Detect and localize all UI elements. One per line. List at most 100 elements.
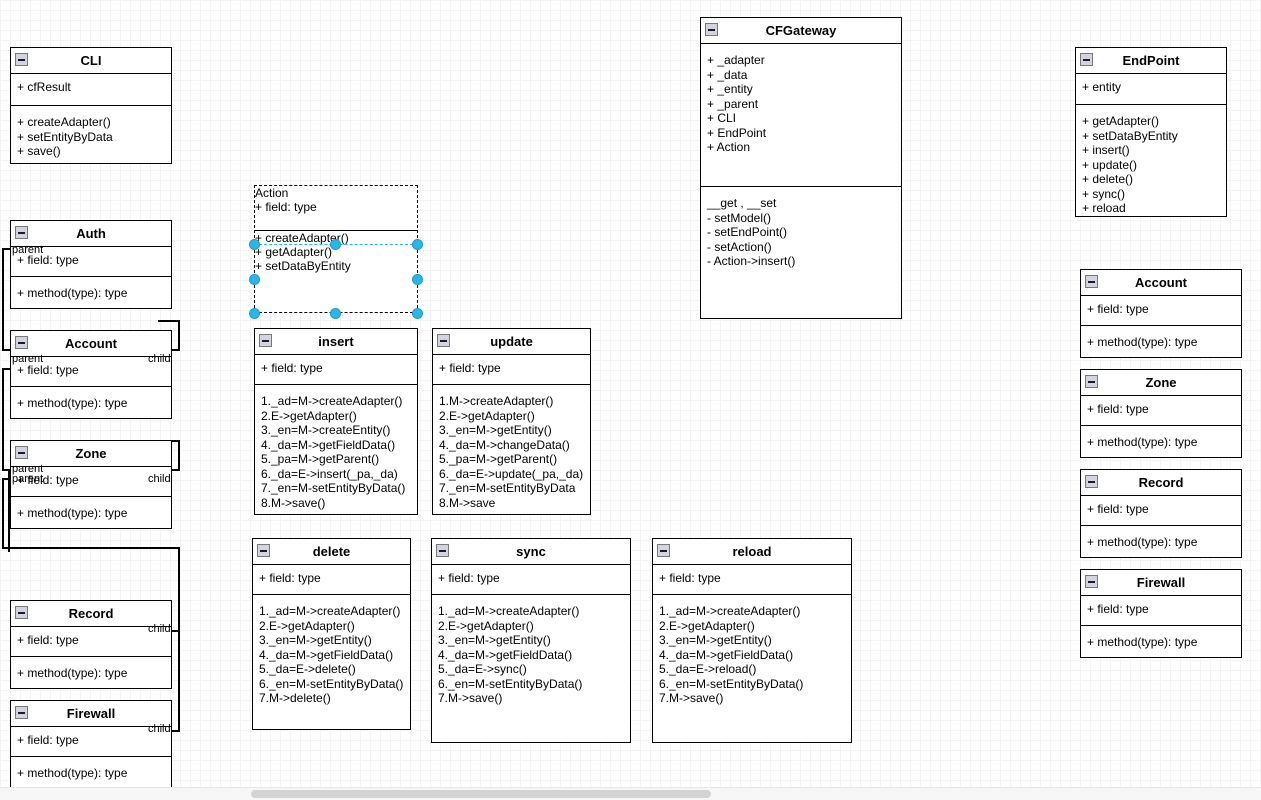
selection-handle-bottom-center[interactable] <box>330 308 341 319</box>
uml-class-record-right[interactable]: Record + field: type + method(type): typ… <box>1080 469 1242 558</box>
uml-attributes: + field: type <box>433 355 590 385</box>
uml-class-title: Record <box>11 601 171 627</box>
uml-operations: 1.M->createAdapter() 2.E->getAdapter() 3… <box>439 394 584 510</box>
uml-operations: + getAdapter() + setDataByEntity + inser… <box>1082 114 1178 215</box>
connector-label-child: child <box>148 623 171 635</box>
selection-handle-middle-left[interactable] <box>249 274 260 285</box>
uml-class-account-right[interactable]: Account + field: type + method(type): ty… <box>1080 269 1242 358</box>
uml-attributes: + entity <box>1076 74 1226 105</box>
uml-class-title: Record <box>1081 470 1241 496</box>
uml-operations: + method(type): type <box>17 396 128 410</box>
connector-segment <box>178 547 180 631</box>
uml-operations: + method(type): type <box>17 666 128 680</box>
selection-handle-top-center[interactable] <box>330 239 341 250</box>
minus-box-icon[interactable] <box>1085 475 1098 488</box>
uml-class-title: CLI <box>11 48 171 74</box>
minus-box-icon[interactable] <box>15 606 28 619</box>
selection-handle-top-left[interactable] <box>249 239 260 250</box>
uml-class-delete[interactable]: delete + field: type 1._ad=M->createAdap… <box>252 538 411 730</box>
connector-segment <box>8 470 10 552</box>
uml-class-title: update <box>433 329 590 355</box>
minus-box-icon[interactable] <box>1080 53 1093 66</box>
selection-handle-bottom-left[interactable] <box>249 308 260 319</box>
minus-box-icon[interactable] <box>1085 275 1098 288</box>
minus-box-icon[interactable] <box>1085 375 1098 388</box>
uml-operations: + createAdapter() + setEntityByData + sa… <box>17 115 113 158</box>
uml-operations: 1._ad=M->createAdapter() 2.E->getAdapter… <box>659 604 804 705</box>
connector-segment <box>2 547 180 549</box>
uml-class-title: Zone <box>11 441 171 467</box>
uml-operations: + method(type): type <box>17 766 128 780</box>
uml-class-zone-right[interactable]: Zone + field: type + method(type): type <box>1080 369 1242 458</box>
uml-class-title: EndPoint <box>1076 48 1226 74</box>
selection-handle-top-right[interactable] <box>412 239 423 250</box>
uml-class-title: Firewall <box>11 701 171 727</box>
minus-box-icon[interactable] <box>15 53 28 66</box>
uml-class-endpoint[interactable]: EndPoint + entity + getAdapter() + setDa… <box>1075 47 1227 217</box>
uml-attributes: + cfResult <box>11 74 171 106</box>
uml-attributes: + field: type <box>653 565 851 595</box>
connector-label-child: child <box>148 353 171 365</box>
uml-class-account-left[interactable]: Account + field: type + method(type): ty… <box>10 330 172 419</box>
minus-box-icon[interactable] <box>257 544 270 557</box>
uml-class-zone-left[interactable]: Zone + field: type + method(type): type <box>10 440 172 529</box>
minus-box-icon[interactable] <box>1085 575 1098 588</box>
connector-segment <box>178 631 180 731</box>
uml-class-record-left[interactable]: Record + field: type + method(type): typ… <box>10 600 172 689</box>
uml-class-cli[interactable]: CLI + cfResult + createAdapter() + setEn… <box>10 47 172 164</box>
selection-handle-middle-right[interactable] <box>412 274 423 285</box>
uml-class-title: Account <box>1081 270 1241 296</box>
minus-box-icon[interactable] <box>437 334 450 347</box>
uml-class-sync[interactable]: sync + field: type 1._ad=M->createAdapte… <box>431 538 631 743</box>
uml-class-firewall-left[interactable]: Firewall + field: type + method(type): t… <box>10 700 172 788</box>
uml-class-title: Action <box>255 186 289 200</box>
connector-segment <box>2 248 4 350</box>
connector-segment <box>178 440 180 470</box>
uml-attributes: + field: type <box>11 357 171 387</box>
uml-class-insert[interactable]: insert + field: type 1._ad=M->createAdap… <box>254 328 418 515</box>
uml-class-update[interactable]: update + field: type 1.M->createAdapter(… <box>432 328 591 515</box>
minus-box-icon[interactable] <box>259 334 272 347</box>
connector-label-parent: parent <box>12 473 44 485</box>
uml-class-title: Firewall <box>1081 570 1241 596</box>
minus-box-icon[interactable] <box>436 544 449 557</box>
uml-attributes: + _adapter + _data + _entity + _parent +… <box>701 44 901 187</box>
minus-box-icon[interactable] <box>15 706 28 719</box>
connector-label-parent: parent <box>12 353 44 365</box>
connector-label-child: child <box>148 473 171 485</box>
minus-box-icon[interactable] <box>15 336 28 349</box>
uml-attributes: + field: type <box>1081 296 1241 326</box>
minus-box-icon[interactable] <box>657 544 670 557</box>
uml-class-cfgateway[interactable]: CFGateway + _adapter + _data + _entity +… <box>700 17 902 319</box>
uml-attributes: + field: type <box>11 247 171 277</box>
uml-attributes: + field: type <box>432 565 630 595</box>
minus-box-icon[interactable] <box>705 23 718 36</box>
connector-segment <box>2 368 4 470</box>
uml-operations: __get , __set - setModel() - setEndPoint… <box>707 196 796 268</box>
connector-label-parent: parent <box>12 244 44 256</box>
uml-operations: 1._ad=M->createAdapter() 2.E->getAdapter… <box>259 604 404 705</box>
connector-segment <box>2 478 4 548</box>
uml-operations: 1._ad=M->createAdapter() 2.E->getAdapter… <box>438 604 583 705</box>
uml-attributes: + field: type <box>1081 596 1241 626</box>
uml-operations: + method(type): type <box>1087 535 1198 549</box>
connector-segment <box>178 320 180 350</box>
uml-operations: 1._ad=M->createAdapter() 2.E->getAdapter… <box>261 394 406 510</box>
minus-box-icon[interactable] <box>15 226 28 239</box>
uml-attributes: + field: type <box>11 727 171 757</box>
uml-operations: + method(type): type <box>1087 635 1198 649</box>
horizontal-scrollbar[interactable] <box>0 787 1261 800</box>
uml-class-title: delete <box>253 539 410 565</box>
uml-class-auth[interactable]: Auth + field: type + method(type): type <box>10 220 172 309</box>
horizontal-scrollbar-thumb[interactable] <box>251 790 711 798</box>
uml-class-title: Account <box>11 331 171 357</box>
uml-class-title: sync <box>432 539 630 565</box>
uml-attributes: + field: type <box>253 565 410 595</box>
uml-class-reload[interactable]: reload + field: type 1._ad=M->createAdap… <box>652 538 852 743</box>
uml-class-title: insert <box>255 329 417 355</box>
uml-attributes: + field: type <box>1081 496 1241 526</box>
uml-class-firewall-right[interactable]: Firewall + field: type + method(type): t… <box>1080 569 1242 658</box>
minus-box-icon[interactable] <box>15 446 28 459</box>
selection-handle-bottom-right[interactable] <box>412 308 423 319</box>
